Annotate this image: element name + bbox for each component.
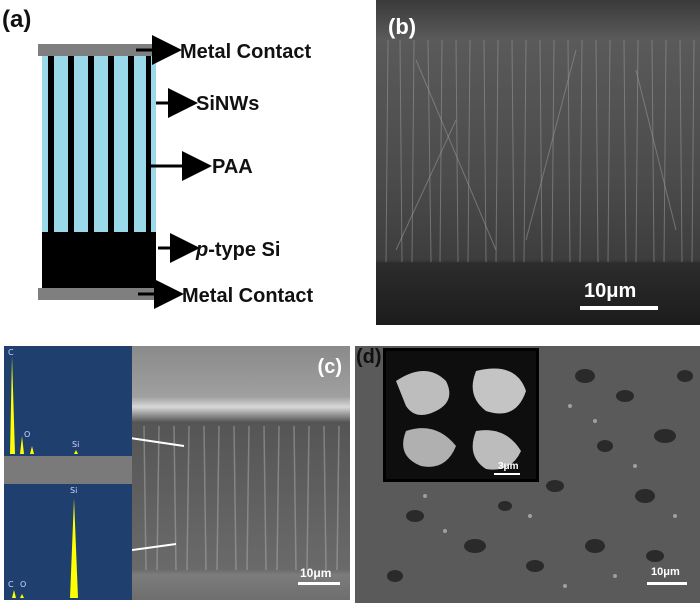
- panel-d-inset-scale-bar: [494, 473, 520, 475]
- panel-b-label: (b): [388, 14, 417, 39]
- edx-bottom-peak-si: Si: [70, 486, 78, 495]
- metal-contact-bottom: [38, 288, 160, 300]
- edx-bottom-peak-o: O: [20, 580, 27, 589]
- panel-c-scale-bar: [298, 582, 340, 585]
- edx-bottom-peak-c: C: [8, 580, 14, 589]
- label-paa: PAA: [212, 156, 253, 178]
- sem-image-d: 3μm 10μm: [355, 346, 700, 603]
- edx-pointer-top: [129, 437, 185, 447]
- label-ptype-si: p-type Si: [195, 239, 280, 261]
- nanowire: [68, 56, 74, 232]
- sem-image-c: C O Si Si C O (c) 10μm: [4, 346, 350, 600]
- edx-divider-strip: [4, 456, 132, 484]
- panel-d-label: (d): [356, 346, 382, 368]
- panel-d-inset-scale-label: 3μm: [498, 461, 519, 472]
- label-metal-contact-bottom: Metal Contact: [182, 285, 313, 307]
- sem-d-inset-texture: [386, 351, 536, 479]
- edx-top-peak-o: O: [24, 430, 31, 439]
- sem-b-texture: [376, 0, 700, 325]
- edx-spectrum-bottom: Si C O: [4, 484, 132, 600]
- edx-top-peak-si: Si: [72, 440, 80, 449]
- nanowire: [88, 56, 94, 232]
- nanowire: [108, 56, 114, 232]
- metal-contact-top: [38, 44, 160, 56]
- silicon-nanowires: [48, 56, 151, 232]
- panel-c-scale-label: 10μm: [300, 566, 332, 580]
- panel-c-label: (c): [317, 356, 342, 378]
- paa-region: [42, 56, 156, 232]
- label-ptype-prefix: p: [195, 239, 208, 261]
- panel-b-scale-label: 10μm: [584, 280, 637, 302]
- label-sinws: SiNWs: [196, 93, 259, 115]
- sem-image-b: (b) 10μm: [376, 0, 700, 325]
- edx-spectrum-top: C O Si: [4, 346, 132, 456]
- panel-d-scale-bar: [647, 582, 687, 585]
- edx-top-plot: [8, 356, 132, 454]
- nanowire: [128, 56, 134, 232]
- panel-a-label: (a): [2, 6, 32, 33]
- device-schematic: Metal Contact SiNWs PAA p-type Si Metal …: [38, 35, 313, 309]
- panel-b-scale-bar: [580, 306, 658, 310]
- nanowire: [48, 56, 54, 232]
- nanowire: [146, 56, 151, 232]
- label-ptype-suffix: -type Si: [208, 239, 280, 261]
- edx-top-peak-c: C: [8, 348, 14, 357]
- ptype-si-substrate: [42, 232, 156, 288]
- panel-d-scale-label: 10μm: [651, 566, 680, 578]
- sem-d-inset: 3μm: [383, 348, 539, 482]
- label-metal-contact-top: Metal Contact: [180, 41, 311, 63]
